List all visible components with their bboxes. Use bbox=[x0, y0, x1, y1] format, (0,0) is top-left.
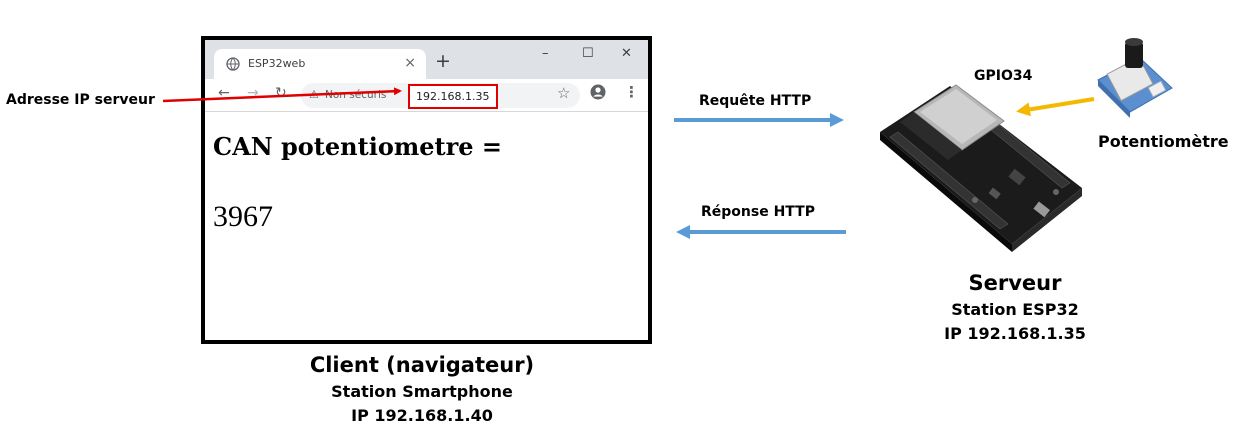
browser-window: ESP32web × + – ☐ ✕ ← → ↻ ⚠ Non sécuris ☆… bbox=[201, 36, 652, 344]
server-title: Serveur bbox=[968, 271, 1062, 295]
potentiometer-label: Potentiomètre bbox=[1098, 132, 1229, 151]
page-value: 3967 bbox=[213, 200, 273, 233]
client-station: Station Smartphone bbox=[331, 382, 513, 401]
client-title: Client (navigateur) bbox=[309, 353, 535, 377]
url-highlight[interactable]: 192.168.1.35 bbox=[408, 84, 498, 109]
tab-title: ESP32web bbox=[248, 57, 306, 70]
server-ip: IP 192.168.1.35 bbox=[944, 324, 1086, 343]
client-ip: IP 192.168.1.40 bbox=[351, 406, 493, 425]
new-tab-icon[interactable]: + bbox=[435, 50, 451, 72]
profile-icon[interactable] bbox=[590, 84, 606, 100]
forward-arrow-icon[interactable]: → bbox=[247, 85, 259, 101]
ip-pointer-arrow bbox=[162, 87, 402, 103]
gpio-arrow bbox=[1016, 97, 1095, 117]
tab-strip: ESP32web × + – ☐ ✕ bbox=[205, 40, 648, 79]
maximize-icon[interactable]: ☐ bbox=[582, 46, 594, 61]
request-label: Requête HTTP bbox=[699, 93, 812, 109]
close-window-icon[interactable]: ✕ bbox=[621, 46, 632, 61]
esp32-board bbox=[880, 84, 1082, 252]
response-label: Réponse HTTP bbox=[701, 204, 815, 220]
server-station: Station ESP32 bbox=[951, 300, 1079, 319]
page-heading: CAN potentiometre = bbox=[213, 132, 502, 161]
server-caption: Serveur Station ESP32 IP 192.168.1.35 bbox=[865, 268, 1165, 346]
browser-tab[interactable]: ESP32web × bbox=[214, 49, 426, 79]
menu-dots-icon[interactable]: ⋮ bbox=[624, 83, 639, 101]
minimize-icon[interactable]: – bbox=[542, 46, 549, 61]
client-caption: Client (navigateur) Station Smartphone I… bbox=[272, 350, 572, 428]
url-text: 192.168.1.35 bbox=[416, 90, 490, 103]
back-arrow-icon[interactable]: ← bbox=[218, 85, 230, 101]
bookmark-star-icon[interactable]: ☆ bbox=[557, 84, 571, 102]
ip-serveur-label: Adresse IP serveur bbox=[6, 92, 155, 108]
globe-icon bbox=[226, 57, 240, 71]
reload-icon[interactable]: ↻ bbox=[275, 85, 287, 101]
gpio-label: GPIO34 bbox=[974, 68, 1033, 84]
close-tab-icon[interactable]: × bbox=[404, 55, 416, 71]
potentiometer-module bbox=[1097, 38, 1173, 118]
